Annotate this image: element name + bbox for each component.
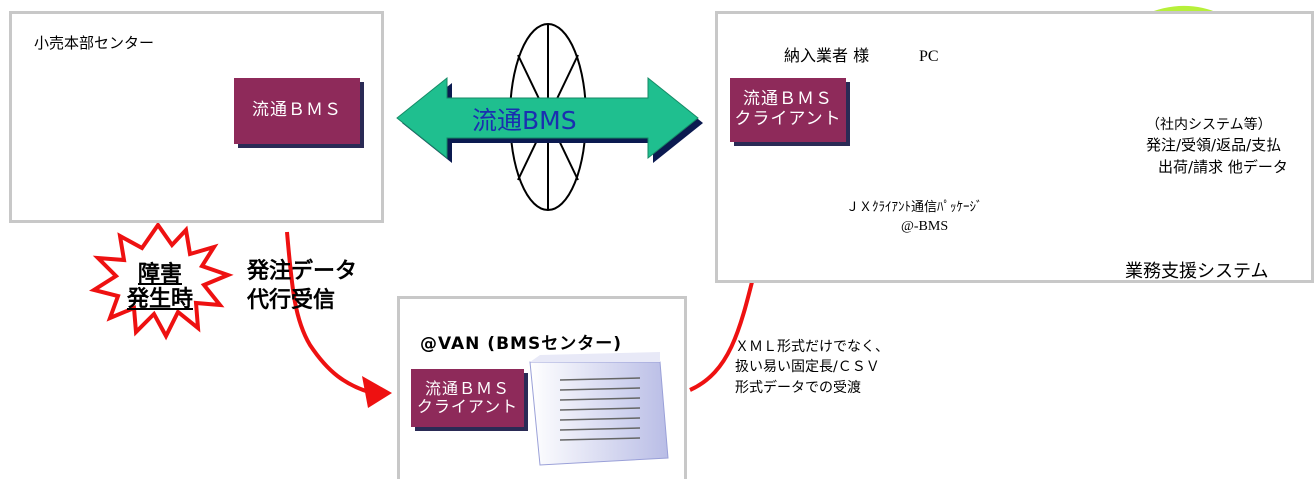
retail-hq-title: 小売本部センター <box>34 34 155 52</box>
van-client-line2: クライアント <box>416 397 519 416</box>
retail-bms-box: 流通ＢＭＳ <box>234 78 360 144</box>
jx-software-line2: @-BMS <box>901 219 949 234</box>
red-arrowhead-to-van <box>362 376 392 408</box>
jx-software-line1: ＪＸｸﾗｲｱﾝﾄ通信ﾊﾟｯｹｰｼﾞ <box>846 200 983 215</box>
supplier-client-line2: クライアント <box>734 109 842 129</box>
failure-badge-line2: 発生時 <box>126 287 193 313</box>
proxy-receive-label: 発注データ 代行受信 <box>247 258 357 315</box>
supplier-panel: 納入業者 様 PC ＪＸｸﾗｲｱﾝﾄ通信ﾊﾟｯｹｰｼﾞ @-BMS （社内システ… <box>715 11 1314 283</box>
supplier-client-box: 流通ＢＭＳ クライアント <box>730 78 846 142</box>
supplier-title: 納入業者 様 <box>784 46 870 65</box>
van-client-line1: 流通ＢＭＳ <box>424 378 510 398</box>
pc-label: PC <box>919 48 939 65</box>
failure-badge-line1: 障害 <box>137 262 182 287</box>
center-double-arrow <box>396 76 703 163</box>
supplier-client-line1: 流通ＢＭＳ <box>743 89 833 110</box>
format-note-line3: 形式データでの受渡 <box>735 379 861 396</box>
center-arrow-label: 流通BMS <box>472 106 577 135</box>
failure-badge-label: 障害 発生時 <box>122 262 198 313</box>
retail-hq-panel: 小売本部センター <box>9 11 384 223</box>
failure-starburst <box>88 221 234 341</box>
van-client-box: 流通ＢＭＳ クライアント <box>411 369 524 427</box>
proxy-receive-line2: 代行受信 <box>247 287 336 313</box>
proxy-receive-line1: 発注データ <box>247 259 358 284</box>
van-panel: @VAN (BMSセンター) <box>397 296 687 479</box>
format-note-line1: ＸＭＬ形式だけでなく、 <box>735 339 889 355</box>
retail-bms-label: 流通ＢＭＳ <box>252 100 342 121</box>
format-note-line2: 扱い易い固定長/ＣＳＶ <box>735 359 880 376</box>
format-note: ＸＭＬ形式だけでなく、 扱い易い固定長/ＣＳＶ 形式データでの受渡 <box>735 337 889 398</box>
van-server-illustration <box>529 352 669 466</box>
internal-system-line1: （社内システム等） <box>1146 117 1272 133</box>
van-title: @VAN (BMSセンター) <box>420 334 622 354</box>
business-support-label: 業務支援システム <box>1125 261 1269 282</box>
internal-system-line2: 発注/受領/返品/支払 <box>1146 136 1282 154</box>
internal-system-line3: 出荷/請求 他データ <box>1158 158 1288 176</box>
